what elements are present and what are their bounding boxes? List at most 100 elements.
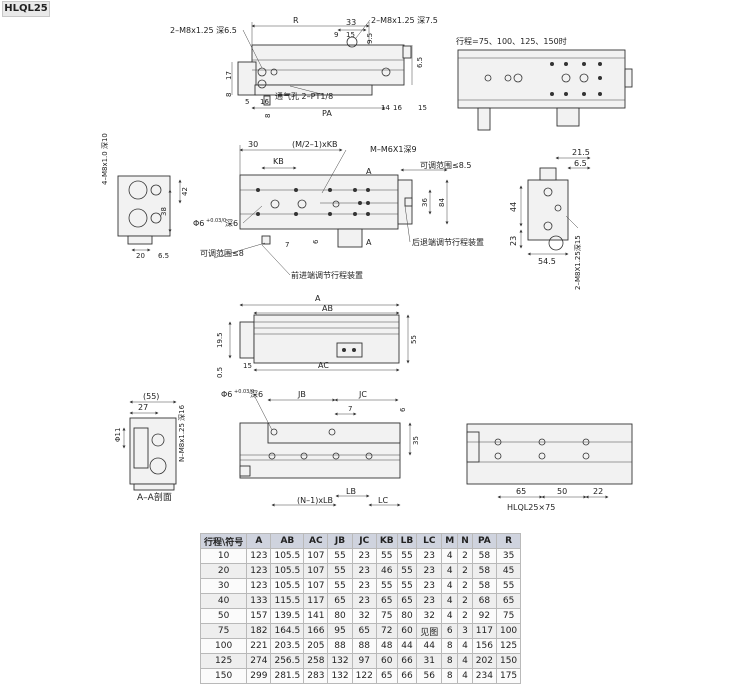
table-cell: 55 (375, 548, 398, 564)
table-cell: 48 (375, 638, 398, 654)
table-cell: 150 (495, 653, 522, 669)
dim-17: 17 (225, 71, 233, 80)
table-cell: 2 (457, 608, 473, 624)
tap-right: 2–M8X1.25深15 (573, 235, 582, 290)
table-cell: 65 (351, 623, 377, 639)
dim-jb: JB (297, 390, 306, 399)
table-cell: 65 (396, 593, 418, 609)
table-header-cell: KB (375, 533, 398, 549)
dim-84: 84 (438, 198, 446, 207)
table-cell: 75 (199, 623, 248, 639)
table-cell: 66 (396, 668, 418, 684)
dim-kb: KB (273, 157, 284, 166)
table-header-cell: R (495, 533, 522, 549)
dim-0-5: 0.5 (216, 367, 224, 378)
table-cell: 2 (457, 578, 473, 594)
table-cell: 88 (327, 638, 353, 654)
table-cell: 100 (199, 638, 248, 654)
table-cell: 2 (457, 548, 473, 564)
table-cell: 40 (199, 593, 248, 609)
table-cell: 281.5 (270, 668, 305, 684)
dim-lb: LB (346, 487, 356, 496)
table-header-cell: N (457, 533, 473, 549)
dim-16-bot: 16 (260, 98, 269, 106)
technical-drawing: 2–M8x1.25 深6.5 2–M8x1.25 深7.5 R 33 9 15 … (100, 16, 633, 512)
table-cell: 58 (471, 563, 497, 579)
table-cell: 117 (303, 593, 329, 609)
tap-n: N–M8x1.25 深16 (177, 404, 186, 462)
table-cell: 156 (471, 638, 497, 654)
table-cell: 234 (471, 668, 497, 684)
table-cell: 56 (416, 668, 443, 684)
table-header-cell: M (441, 533, 459, 549)
table-cell: 80 (327, 608, 353, 624)
table-cell: 44 (396, 638, 418, 654)
dim-mkb: (M/2–1)xKB (292, 140, 338, 149)
model-tag: HLQL25 (2, 1, 50, 17)
table-cell: 8 (441, 653, 459, 669)
table-cell: 97 (351, 653, 377, 669)
table-cell: 123 (246, 548, 272, 564)
table-cell: 132 (327, 653, 353, 669)
table-cell: 182 (246, 623, 272, 639)
table-cell: 58 (471, 578, 497, 594)
dim-44: 44 (509, 202, 518, 212)
table-cell: 107 (303, 563, 329, 579)
table-cell: 166 (303, 623, 329, 639)
table-cell: 105.5 (270, 578, 305, 594)
vent-label: 通气孔 2–PT1/8 (275, 91, 333, 101)
table-cell: 205 (303, 638, 329, 654)
dim-20: 20 (136, 252, 145, 260)
table-header-cell: 行程\符号 (199, 533, 248, 549)
table-cell: 55 (327, 563, 353, 579)
table-cell: 55 (495, 578, 522, 594)
table-header-cell: A (246, 533, 272, 549)
dim-30: 30 (248, 140, 258, 149)
table-cell: 4 (457, 638, 473, 654)
table-cell: 55 (396, 578, 418, 594)
table-cell: 23 (416, 563, 443, 579)
table-cell: 10 (199, 548, 248, 564)
dim-54-5: 54.5 (538, 257, 556, 266)
table-cell: 95 (327, 623, 353, 639)
pin-hole-b: Φ6 (221, 390, 232, 399)
table-cell: 44 (416, 638, 443, 654)
table-cell: 65 (327, 593, 353, 609)
table-cell: 30 (199, 578, 248, 594)
tap-top-right-label: 2–M8x1.25 深7.5 (371, 16, 438, 25)
dim-7-b: 7 (348, 405, 352, 413)
table-cell: 256.5 (270, 653, 305, 669)
dim-15-b: 15 (418, 104, 427, 112)
dim-6-5-b: 6.5 (574, 159, 587, 168)
dim-15-c: 15 (243, 362, 252, 370)
table-cell: 23 (351, 548, 377, 564)
table-cell: 139.5 (270, 608, 305, 624)
dim-lc: LC (378, 496, 388, 505)
table-header-cell: AC (303, 533, 329, 549)
bottom-variant-view: 65 50 22 HLQL25×75 (466, 423, 633, 512)
table-cell: 23 (416, 578, 443, 594)
table-cell: 283 (303, 668, 329, 684)
tap-m6: M–M6X1深9 (370, 145, 417, 154)
dim-ac: AC (318, 361, 329, 370)
table-cell: 55 (327, 578, 353, 594)
dim-5: 5 (245, 98, 249, 106)
section-aa-view: (55) 27 Φ11 N–M8x1.25 深16 A–A剖面 (114, 392, 186, 503)
table-header-cell: LC (416, 533, 443, 549)
table-cell: 107 (303, 548, 329, 564)
table-cell: 75 (495, 608, 522, 624)
table-cell: 23 (351, 578, 377, 594)
dim-7-a: 7 (285, 241, 289, 249)
variant-caption: HLQL25×75 (507, 503, 555, 512)
rear-adjuster-label: 后退端调节行程装置 (412, 237, 484, 247)
table-cell: 55 (396, 548, 418, 564)
dim-8-left: 8 (225, 93, 233, 97)
table-cell: 72 (375, 623, 398, 639)
table-cell: 60 (375, 653, 398, 669)
dim-50: 50 (557, 487, 567, 496)
right-end-view: 21.5 6.5 44 23 54.5 2–M8X1.25深15 (509, 148, 591, 290)
dim-9-top: 9 (334, 31, 338, 39)
